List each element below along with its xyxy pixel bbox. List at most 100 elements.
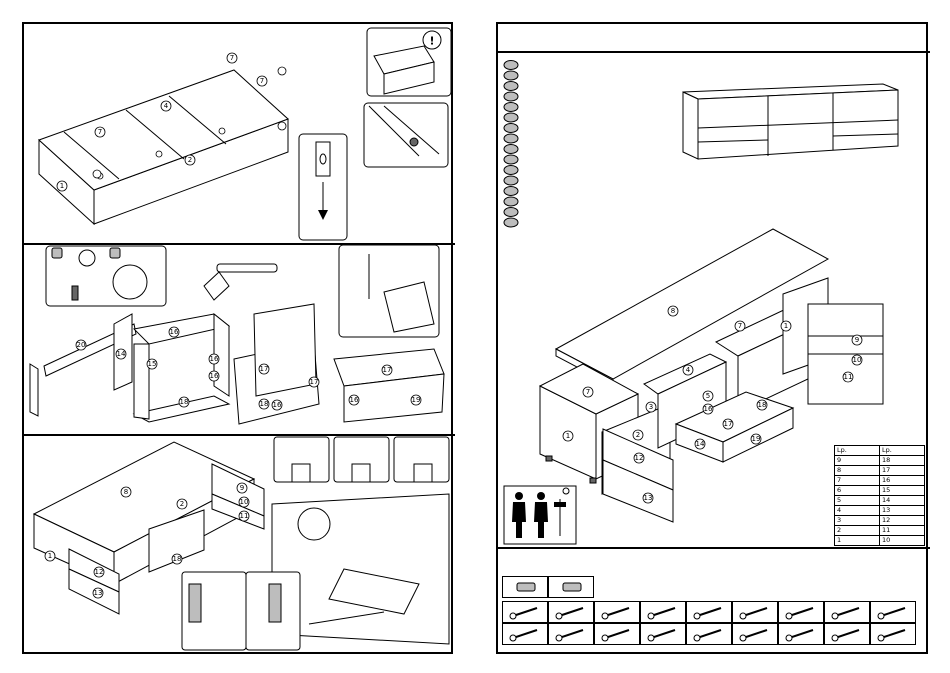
part-number-label: 16 [170, 328, 179, 336]
part-number-label: 13 [94, 589, 103, 597]
part-number-label: 14 [117, 350, 126, 358]
legend-circle [504, 61, 518, 70]
finished-cabinet-preview [683, 84, 898, 159]
part-number-label: 20 [77, 341, 86, 349]
part-number-label: 10 [240, 498, 249, 506]
part-number-label: 7 [260, 77, 264, 85]
part-number-label: 19 [412, 396, 421, 404]
part-number-label: 16 [350, 396, 359, 404]
parts-table-cell: 17 [880, 466, 925, 476]
part-number-label: 12 [95, 568, 104, 576]
hardware-item [870, 623, 916, 645]
hardware-item [686, 601, 732, 623]
parts-table-row: 817 [835, 466, 925, 476]
part-number-label: 4 [164, 102, 169, 110]
part-number-label: 17 [260, 365, 269, 373]
parts-table-cell: 11 [880, 526, 925, 536]
right-page: 8719101174531617181419211213 Lp. Lp. 918… [496, 22, 928, 654]
parts-table: Lp. Lp. 918817716615514413312211110 [834, 445, 925, 546]
part-number-label: 1 [566, 432, 570, 440]
legend-circle [504, 124, 518, 133]
legend-circle [504, 166, 518, 175]
part-number-label: 2 [636, 431, 640, 439]
part-number-label: 16 [210, 372, 219, 380]
exploded-view [540, 229, 883, 522]
parts-table-header-lp-2: Lp. [880, 446, 925, 456]
part-number-label: 18 [180, 398, 189, 406]
legend-circle [504, 187, 518, 196]
hardware-item [824, 601, 870, 623]
step1-dowel-inset [299, 134, 347, 240]
part-number-label: 1 [784, 322, 788, 330]
part-number-label: 2 [188, 156, 192, 164]
part-number-label: 19 [752, 435, 761, 443]
part-number-label: 7 [586, 388, 590, 396]
legend-circle [504, 82, 518, 91]
step2-screw-insets [46, 246, 277, 306]
hardware-item [824, 623, 870, 645]
parts-table-cell: 18 [880, 456, 925, 466]
legend-circle [504, 176, 518, 185]
hardware-item [778, 601, 824, 623]
part-number-label: 9 [855, 336, 859, 344]
hardware-item [502, 601, 548, 623]
parts-table-row: 312 [835, 516, 925, 526]
legend-circle [504, 113, 518, 122]
hardware-item-top [502, 576, 548, 598]
hardware-item [686, 623, 732, 645]
hardware-item [870, 601, 916, 623]
legend-circle [504, 218, 518, 227]
step1-drill-inset [364, 103, 448, 167]
left-page: ! [22, 22, 453, 654]
part-number-label: 12 [635, 454, 644, 462]
left-page-illustrations: ! [24, 24, 455, 656]
step2-screwdriver-inset [339, 245, 439, 337]
part-number-label: 9 [240, 484, 244, 492]
parts-table-cell: 1 [835, 536, 880, 546]
hardware-item [548, 601, 594, 623]
parts-table-cell: 16 [880, 476, 925, 486]
part-number-label: 8 [124, 488, 128, 496]
hardware-item [548, 623, 594, 645]
parts-table-header-lp-1: Lp. [835, 446, 880, 456]
parts-table-cell: 3 [835, 516, 880, 526]
step1-warning-inset [367, 28, 451, 96]
part-number-label: 18 [173, 555, 182, 563]
part-number-label: 8 [671, 307, 675, 315]
warning-symbol: ! [429, 35, 434, 48]
legend-circle [504, 208, 518, 217]
parts-table-cell: 15 [880, 486, 925, 496]
step3-hinge-detail-insets [182, 572, 300, 650]
legend-circle [504, 92, 518, 101]
parts-table-row: 413 [835, 506, 925, 516]
part-number-label: 16 [273, 401, 282, 409]
part-number-label: 14 [696, 440, 705, 448]
part-number-label: 16 [210, 355, 219, 363]
legend-circle [504, 197, 518, 206]
part-number-label: 15 [148, 360, 157, 368]
two-person-assembly-icon [504, 486, 576, 544]
parts-table-cell: 2 [835, 526, 880, 536]
parts-table-cell: 13 [880, 506, 925, 516]
hardware-item [732, 601, 778, 623]
part-number-label: 7 [738, 322, 742, 330]
hardware-item-top [548, 576, 594, 598]
hardware-item [640, 601, 686, 623]
part-number-label: 18 [260, 400, 269, 408]
legend-circle [504, 103, 518, 112]
parts-table-cell: 8 [835, 466, 880, 476]
part-number-label: 18 [758, 401, 767, 409]
part-number-label: 11 [240, 512, 249, 520]
step3-hinge-insets [274, 437, 449, 482]
part-number-label: 4 [686, 366, 691, 374]
part-number-label: 5 [706, 392, 710, 400]
part-number-label: 16 [704, 405, 713, 413]
part-number-label: 10 [853, 356, 862, 364]
part-legend-circles [504, 61, 518, 228]
parts-table-cell: 7 [835, 476, 880, 486]
parts-table-cell: 10 [880, 536, 925, 546]
